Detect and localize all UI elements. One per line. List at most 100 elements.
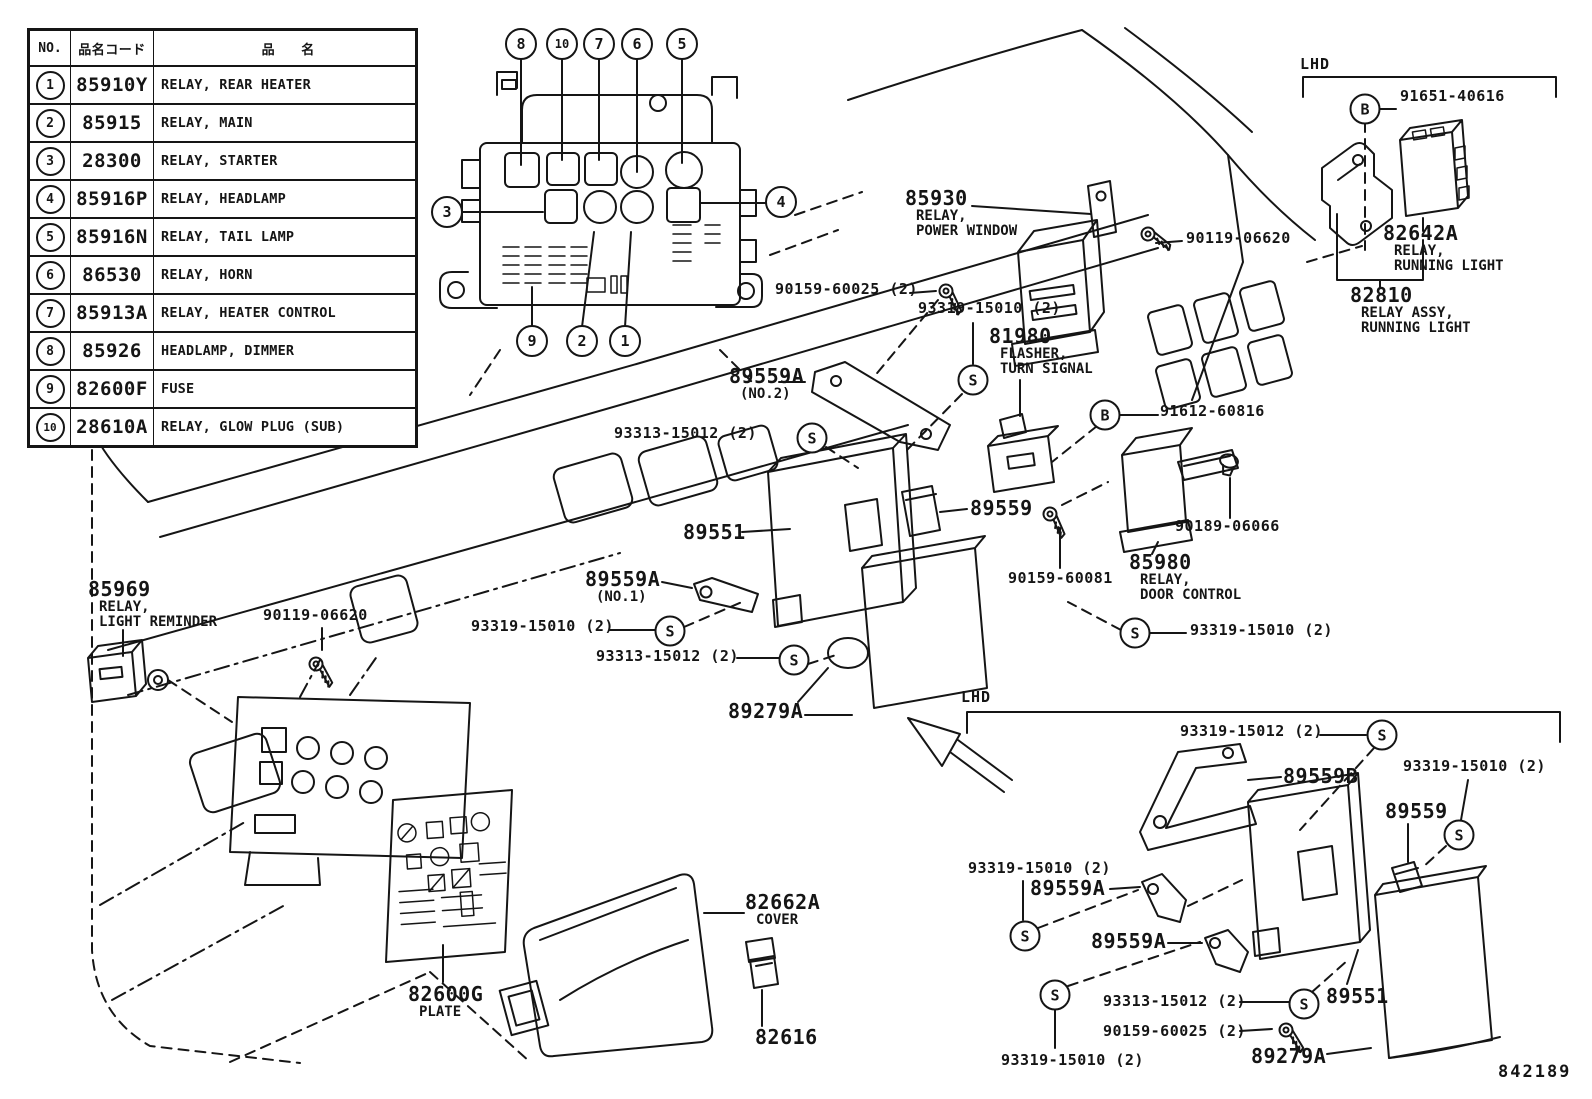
part-number: 90189-06066 <box>1175 517 1280 535</box>
part-number: 89559B <box>1283 764 1359 788</box>
part-description: RELAY, POWER WINDOW <box>916 208 1018 239</box>
part-number: 93319-15010 (2) <box>1001 1051 1144 1069</box>
part-number: 82600G <box>408 982 484 1006</box>
part-label-89559A-b: 89559A <box>1030 878 1105 899</box>
part-label-90119-06620-b: 90119-06620 <box>263 606 368 624</box>
part-label-89559A-no2: 89559A(NO.2) <box>729 366 804 402</box>
row-number-badge: 10 <box>35 412 65 442</box>
part-label-82616: 82616 <box>755 1027 818 1048</box>
part-label-89279A-b: 89279A <box>1251 1046 1326 1067</box>
part-description: FLASHER, TURN SIGNAL <box>1000 346 1093 377</box>
part-number: 89559A <box>1091 929 1167 953</box>
part-label-89551-a: 89551 <box>683 522 746 543</box>
row-number-badge: 7 <box>35 298 65 328</box>
screw-callout-screw-mid-lower: S <box>778 644 810 676</box>
header-code: 品名コード <box>70 28 154 67</box>
fusebox-callout-9: 9 <box>516 325 548 357</box>
part-label-89559B: 89559B <box>1283 766 1358 787</box>
row-number-badge: 5 <box>35 222 65 252</box>
part-number: LHD <box>961 688 992 706</box>
part-label-93319-15010-e: 93319-15010 (2) <box>968 860 1111 877</box>
part-number: 93313-15012 (2) <box>614 424 757 442</box>
part-number: 89559 <box>1385 799 1448 823</box>
screw-callout-screw-lhd-left: S <box>1039 979 1071 1011</box>
fusebox-callout-5: 5 <box>666 28 698 60</box>
part-code: 85926 <box>70 331 154 371</box>
part-name: RELAY, MAIN <box>153 103 417 143</box>
part-label-89559-a: 89559 <box>970 498 1033 519</box>
part-label-89279A-a: 89279A <box>728 701 803 722</box>
part-number: 89559A <box>729 364 805 388</box>
part-label-93313-15012-b: 93313-15012 (2) <box>596 647 739 665</box>
row-number-badge: 6 <box>35 260 65 290</box>
part-number: 89559A <box>1030 876 1106 900</box>
fusebox-callout-7: 7 <box>583 28 615 60</box>
part-number: 91651-40616 <box>1400 87 1505 105</box>
part-label-93319-15010-d: 93319-15010 (2) <box>1403 758 1546 775</box>
part-number: 85930 <box>905 186 968 210</box>
row-number-badge: 9 <box>35 374 65 404</box>
part-number: 81980 <box>989 324 1052 348</box>
part-name: FUSE <box>153 369 417 409</box>
part-label-93313-15012-a: 93313-15012 (2) <box>614 424 757 442</box>
row-number-badge: 2 <box>35 108 65 138</box>
screw-callout-screw-lhd-right: S <box>1443 819 1475 851</box>
part-description: RELAY ASSY, RUNNING LIGHT <box>1361 305 1471 336</box>
part-label-89559A-no1: 89559A(NO.1) <box>585 569 660 605</box>
part-description: COVER <box>756 912 799 928</box>
part-number: 842189 <box>1498 1062 1572 1082</box>
part-number: 89559A <box>585 567 661 591</box>
part-name: RELAY, TAIL LAMP <box>153 217 417 257</box>
part-label-93319-15012: 93319-15012 (2) <box>1180 723 1323 740</box>
part-number: 85980 <box>1129 550 1192 574</box>
part-number: 90159-60025 (2) <box>1103 1022 1246 1040</box>
part-name: HEADLAMP, DIMMER <box>153 331 417 371</box>
screw-callout-screw-top-center: S <box>957 364 989 396</box>
part-label-lhd-top: LHD <box>1300 55 1331 73</box>
part-code: 86530 <box>70 255 154 295</box>
part-code: 85916N <box>70 217 154 257</box>
part-label-91612-60816: 91612-60816 <box>1160 403 1265 420</box>
part-number: 93319-15010 (2) <box>471 617 614 635</box>
part-label-89559-b: 89559 <box>1385 801 1448 822</box>
parts-table-header-row: NO. 品名コード 品 名 <box>28 28 417 67</box>
part-label-89559A-c: 89559A <box>1091 931 1166 952</box>
header-name: 品 名 <box>153 28 417 67</box>
part-label-doc-number: 842189 <box>1498 1062 1572 1082</box>
part-label-93319-15010-c: 93319-15010 (2) <box>1190 621 1333 639</box>
part-number: 90159-60025 (2) <box>775 280 918 298</box>
part-number: 82662A <box>745 890 821 914</box>
part-label-93319-15010-a: 93319-15010 (2) <box>918 300 1061 317</box>
part-number: 89279A <box>728 699 804 723</box>
part-description: (NO.1) <box>596 589 647 605</box>
part-number: 82616 <box>755 1025 818 1049</box>
part-label-90159-60025-b: 90159-60025 (2) <box>1103 1022 1246 1040</box>
fusebox-callout-3: 3 <box>431 196 463 228</box>
part-label-93313-15012-c: 93313-15012 (2) <box>1103 993 1246 1010</box>
part-number: LHD <box>1300 55 1331 73</box>
part-number: 89551 <box>683 520 746 544</box>
part-number: 82810 <box>1350 283 1413 307</box>
part-label-91651-40616: 91651-40616 <box>1400 87 1505 105</box>
part-number: 85969 <box>88 577 151 601</box>
fusebox-callout-10: 10 <box>546 28 578 60</box>
part-number: 90119-06620 <box>263 606 368 624</box>
part-number: 90159-60081 <box>1008 569 1113 587</box>
part-number: 93313-15012 (2) <box>596 647 739 665</box>
fusebox-callout-6: 6 <box>621 28 653 60</box>
row-number-badge: 1 <box>35 70 65 100</box>
part-number: 93319-15010 (2) <box>1190 621 1333 639</box>
part-code: 28610A <box>70 407 154 447</box>
